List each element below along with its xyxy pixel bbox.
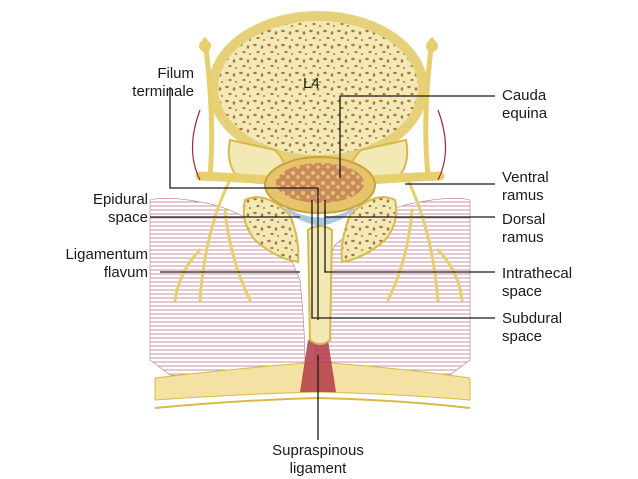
label-line: Ventral bbox=[502, 169, 549, 186]
label-ligamentum-flavum: Ligamentum flavum bbox=[65, 246, 148, 281]
label-cauda-equina: Cauda equina bbox=[502, 87, 548, 122]
label-line: space bbox=[502, 283, 542, 300]
label-ventral-ramus: Ventral ramus bbox=[502, 169, 549, 204]
label-line: ramus bbox=[502, 187, 544, 204]
label-intrathecal-space: Intrathecal space bbox=[502, 265, 572, 300]
label-epidural-space: Epidural space bbox=[93, 191, 148, 226]
label-line: equina bbox=[502, 105, 548, 122]
right-ventral-ramus bbox=[426, 40, 432, 175]
label-line: space bbox=[502, 328, 542, 345]
label-line: terminale bbox=[132, 83, 194, 100]
label-line: Cauda bbox=[502, 87, 547, 104]
label-line: Subdural bbox=[502, 310, 562, 327]
label-line: space bbox=[108, 209, 148, 226]
label-line: Ligamentum bbox=[65, 246, 148, 263]
label-dorsal-ramus: Dorsal ramus bbox=[502, 211, 545, 246]
right-nerve-tip bbox=[426, 40, 438, 52]
skin-line bbox=[155, 398, 470, 408]
label-line: flavum bbox=[104, 264, 148, 281]
label-line: Epidural bbox=[93, 191, 148, 208]
left-ventral-ramus bbox=[205, 40, 212, 175]
label-subdural-space: Subdural space bbox=[502, 310, 562, 345]
label-line: Intrathecal bbox=[502, 265, 572, 282]
label-line: ramus bbox=[502, 229, 544, 246]
label-line: Filum bbox=[157, 65, 194, 82]
right-psoas-outline bbox=[438, 110, 446, 180]
left-psoas-outline bbox=[193, 110, 201, 180]
cauda-equina-bundle bbox=[276, 163, 364, 203]
label-filum-terminale: Filum terminale bbox=[132, 65, 194, 100]
label-line: Supraspinous bbox=[272, 442, 364, 459]
label-line: ligament bbox=[290, 460, 348, 477]
vertebra-label: L4 bbox=[303, 75, 320, 92]
label-supraspinous-ligament: Supraspinous ligament bbox=[272, 442, 364, 477]
left-nerve-tip bbox=[199, 40, 211, 52]
label-line: Dorsal bbox=[502, 211, 545, 228]
